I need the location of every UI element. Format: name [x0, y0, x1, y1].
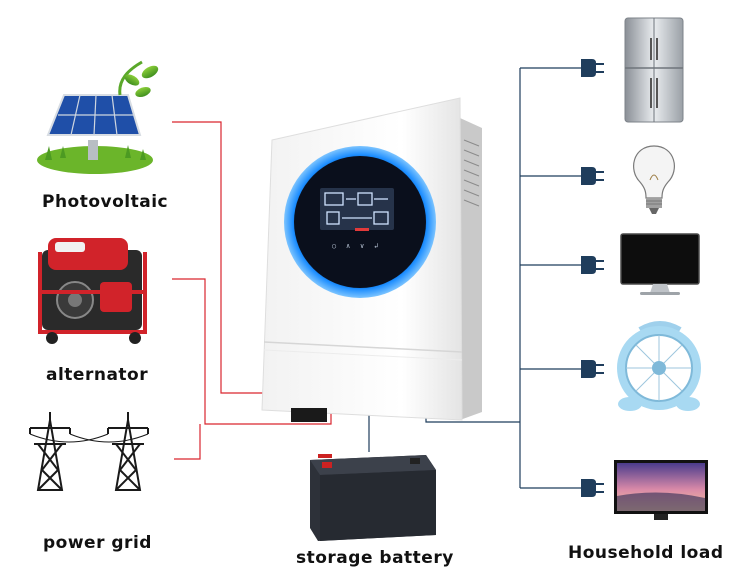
plug-icon — [581, 59, 604, 77]
battery-icon — [310, 454, 436, 541]
household-load-label: Household load — [568, 543, 724, 563]
source-label-power-grid: power grid — [43, 533, 152, 553]
solar-panel-icon — [37, 60, 159, 174]
source-label-alternator: alternator — [46, 365, 149, 385]
plug-icon — [581, 360, 604, 378]
generator-icon — [38, 238, 147, 344]
svg-text:○: ○ — [332, 242, 336, 250]
monitor-icon — [620, 233, 700, 295]
light-bulb-icon — [633, 145, 675, 214]
plug-icon — [581, 256, 604, 274]
television-icon — [614, 460, 708, 520]
source-label-photovoltaic: Photovoltaic — [42, 192, 169, 212]
transmission-tower-icon — [29, 412, 149, 491]
svg-text:∨: ∨ — [360, 242, 364, 250]
grid-connection-line — [174, 424, 201, 460]
desk-fan-icon — [617, 321, 701, 411]
plug-icon — [581, 167, 604, 185]
hybrid-inverter-icon: ○ ∧ ∨ ↲ — [261, 97, 482, 422]
battery-label: storage battery — [296, 548, 454, 568]
svg-text:↲: ↲ — [374, 242, 378, 250]
plug-icon — [581, 479, 604, 497]
refrigerator-icon — [624, 17, 684, 123]
svg-text:∧: ∧ — [346, 242, 350, 250]
